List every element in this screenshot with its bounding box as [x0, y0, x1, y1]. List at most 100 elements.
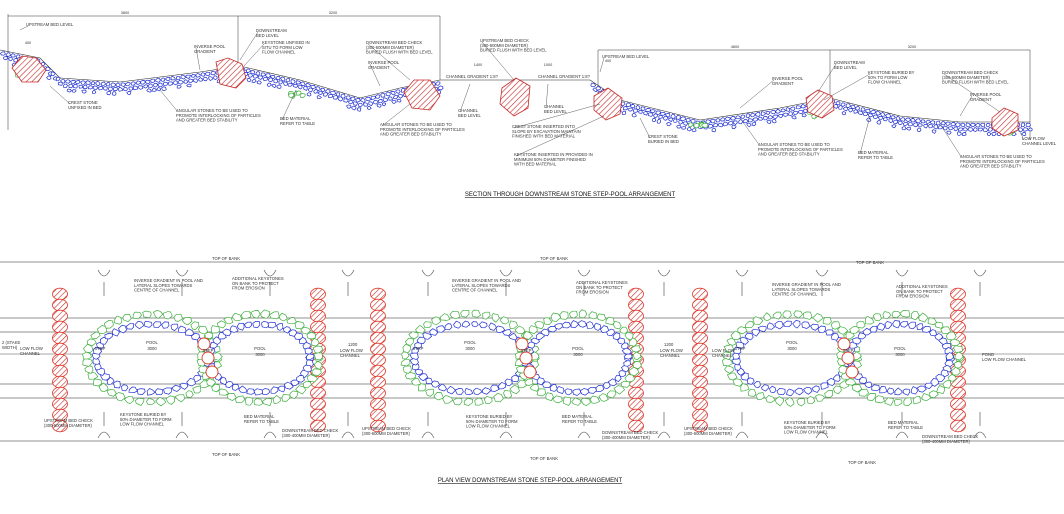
label-channel-gradient-a: CHANNEL GRADIENT 1:8? — [446, 74, 499, 79]
step-label: STEP — [521, 348, 532, 353]
pool-bank-stone — [302, 380, 313, 389]
bed-stone — [766, 119, 772, 125]
pool-ring-stone — [473, 387, 483, 396]
pool-bank-stone — [83, 343, 94, 353]
pool-bank-stone — [216, 320, 226, 329]
label-upstream-check-b: UPSTREAM BED CHECK(300-600MM DIAMETER)BU… — [480, 38, 547, 53]
pool-bank-stone — [417, 383, 427, 392]
pool-ring-stone — [820, 382, 829, 390]
pool-bank-stone — [268, 311, 280, 320]
pool-dim: 3000 — [255, 352, 265, 357]
pool-ring-stone — [623, 353, 633, 360]
pool-bank-stone — [765, 394, 776, 403]
plan-label-downstream-check-15: DOWNSTREAM BED CHECK(300-400MM DIAMETER) — [602, 430, 659, 440]
upstream-check-stone — [52, 419, 68, 433]
pool-ring-stone — [902, 388, 911, 396]
downstream-check-stone — [950, 287, 966, 301]
pool-bank-stone — [726, 372, 738, 381]
pool-bank-stone — [832, 385, 842, 395]
bed-stone — [960, 122, 966, 128]
bed-stone — [125, 82, 131, 87]
pool-ring-stone — [621, 365, 630, 373]
bed-stone — [986, 132, 992, 136]
bed-stone — [679, 116, 686, 122]
upstream-check-stone — [52, 397, 68, 411]
bed-stone — [751, 122, 757, 127]
upstream-check-stone — [52, 287, 68, 301]
pool-bank-stone — [927, 317, 938, 326]
leader-line — [515, 115, 605, 157]
plan-bank-symbols — [97, 269, 987, 439]
bed-stone — [946, 130, 952, 135]
label-upstream-bed-level-a: UPSTREAM BED LEVEL — [26, 22, 74, 27]
bed-stone — [933, 124, 939, 130]
bed-stone — [157, 82, 163, 88]
bank-vegetation-symbol — [499, 412, 513, 439]
pool-ring-stone — [916, 323, 924, 330]
bed-stone — [123, 86, 128, 92]
bed-stone — [437, 85, 444, 91]
upstream-check-stone — [692, 419, 708, 433]
bed-stone — [188, 78, 194, 83]
pool-ring-stone — [606, 328, 615, 337]
upstream-check-stone — [692, 298, 708, 312]
pool-ring-stone — [296, 375, 305, 383]
upstream-check-stone — [52, 353, 68, 367]
bed-stone — [880, 111, 886, 117]
pool-bank-stone — [410, 377, 422, 386]
bed-stone — [888, 118, 894, 124]
bed-stone — [320, 87, 326, 93]
bed-stone — [340, 93, 346, 99]
pool-bank-stone — [724, 365, 734, 374]
leader-line — [599, 57, 605, 73]
pool-bank-stone — [145, 397, 156, 406]
plan-label-downstream-check-7: DOWNSTREAM BED CHECK(300-400MM DIAMETER) — [282, 428, 339, 438]
bed-stone — [8, 56, 13, 62]
bed-stone — [283, 81, 289, 86]
bed-stone — [901, 126, 907, 131]
bed-stone — [137, 85, 144, 90]
pool-bank-stone — [113, 315, 123, 325]
pool-ring-stone — [219, 376, 227, 386]
pool-bank-stone — [815, 394, 825, 402]
pool-ring-stone — [740, 372, 749, 381]
keystone — [288, 92, 296, 99]
pool-bank-stone — [423, 321, 432, 329]
bed-stone — [877, 115, 884, 121]
pool-ring-stone — [930, 378, 940, 387]
pool-ring-stone — [128, 386, 138, 393]
bed-stone — [186, 83, 192, 88]
pool-ring-stone — [161, 321, 170, 329]
keystone — [295, 90, 302, 96]
bank-vegetation-symbol — [341, 412, 355, 439]
bed-stone — [357, 102, 363, 108]
bed-stone — [782, 112, 789, 117]
pool-bank-stone — [306, 374, 319, 383]
pool-ring-stone — [602, 382, 611, 389]
bed-stone — [370, 95, 377, 100]
pool-bank-stone — [866, 393, 876, 402]
pool-ring-stone — [113, 380, 121, 389]
bed-stone — [746, 122, 752, 127]
bed-stone — [681, 125, 687, 130]
bed-stone — [902, 121, 909, 126]
pool-ring-stone — [304, 347, 313, 355]
pool-ring-stone — [879, 386, 888, 394]
pool-bank-stone — [460, 309, 470, 318]
leader-line — [195, 47, 201, 71]
downstream-check-stone — [950, 320, 966, 334]
pool-bank-stone — [793, 310, 803, 319]
bed-stone — [750, 112, 756, 118]
bed-stone — [310, 84, 316, 89]
pool-bank-stone — [206, 378, 217, 387]
bank-vegetation-symbol — [97, 412, 111, 439]
dim-d1: 3800 — [121, 11, 129, 15]
bank-vegetation-symbol — [499, 269, 513, 296]
